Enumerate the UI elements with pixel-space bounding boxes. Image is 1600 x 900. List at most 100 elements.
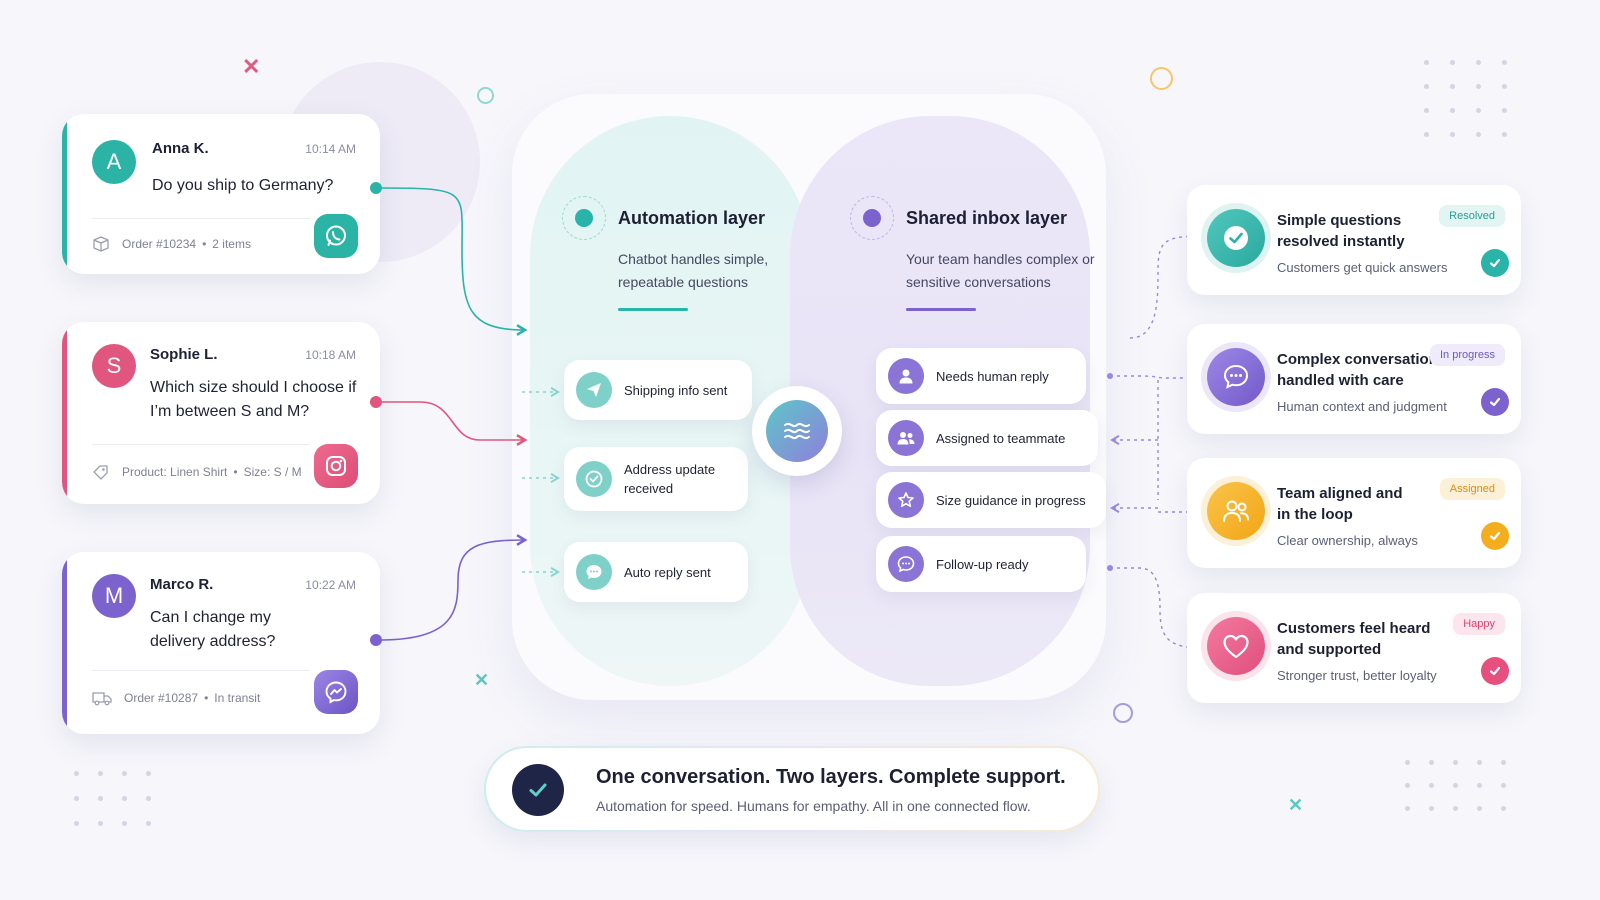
message-meta: Order #10234 • 2 items (92, 236, 251, 252)
outcome-card-in-progress[interactable]: Complex conversations handled with care … (1187, 324, 1521, 434)
automation-layer-title: Automation layer (618, 208, 766, 228)
accent-bar (62, 114, 67, 274)
outcome-title: Simple questions resolved instantly (1277, 212, 1405, 250)
team-icon (1207, 482, 1265, 540)
outcome-title: Complex conversations handled with care (1277, 351, 1447, 389)
waves-icon (766, 400, 828, 462)
decorative-ring-icon (477, 87, 494, 104)
message-text: Do you ship to Germany? (152, 177, 334, 194)
status-badge: Assigned (1439, 478, 1505, 500)
accent-bar (62, 552, 67, 734)
check-circle-icon (576, 461, 612, 497)
item-label: Auto reply sent (624, 564, 711, 580)
outcome-card-resolved[interactable]: Simple questions resolved instantly Cust… (1187, 185, 1521, 295)
check-icon (1481, 249, 1509, 277)
inbox-item-follow-up[interactable]: Follow-up ready (876, 536, 1086, 592)
meta-separator: • (202, 237, 207, 251)
check-icon (1481, 657, 1509, 685)
message-time: 10:22 AM (305, 578, 356, 592)
message-card-sophie[interactable]: S Sophie L. 10:18 AM Which size should I… (62, 322, 380, 504)
automation-layer-subtitle: Chatbot handles simple, repeatable quest… (618, 251, 769, 290)
automation-status-dot (562, 196, 606, 240)
item-label: Follow-up ready (936, 556, 1029, 572)
chat-bubble-icon (1207, 348, 1265, 406)
chat-bubble-icon (888, 546, 924, 582)
message-meta: Product: Linen Shirt • Size: S / M (92, 464, 302, 480)
star-icon (888, 482, 924, 518)
chat-dots-icon (576, 554, 612, 590)
connector-dotted (1110, 567, 1207, 654)
status-badge: In progress (1429, 344, 1505, 366)
message-card-anna[interactable]: A Anna K. 10:14 AM Do you ship to German… (62, 114, 380, 274)
inbox-item-needs-reply[interactable]: Needs human reply (876, 348, 1086, 404)
banner-subtitle: Automation for speed. Humans for empathy… (596, 798, 1031, 814)
item-label: Address update received (624, 462, 716, 496)
decorative-x-icon: ✕ (242, 54, 261, 79)
connector-marco (379, 534, 528, 641)
outcome-title: Customers feel heard and supported (1277, 620, 1431, 658)
instagram-icon[interactable] (314, 444, 358, 488)
sender-name: Anna K. (152, 140, 209, 157)
automation-item-address[interactable]: Address update received (564, 447, 748, 511)
outcome-subtitle: Stronger trust, better loyalty (1277, 668, 1437, 683)
inbox-underline (906, 308, 976, 311)
item-label: Shipping info sent (624, 382, 728, 398)
inbox-item-assigned[interactable]: Assigned to teammate (876, 410, 1098, 466)
connector-sophie (380, 401, 528, 446)
truck-icon (92, 692, 112, 706)
outcome-subtitle: Customers get quick answers (1277, 260, 1448, 275)
connector-anna (379, 187, 528, 336)
order-items: 2 items (212, 237, 251, 251)
automation-layer-header: Automation layer Chatbot handles simple,… (562, 196, 792, 316)
sender-name: Sophie L. (150, 346, 218, 363)
sender-name: Marco R. (150, 576, 214, 593)
decorative-dot-grid (1405, 760, 1506, 811)
accent-bar (62, 322, 67, 504)
send-icon (576, 372, 612, 408)
outcome-card-assigned[interactable]: Team aligned and in the loop Clear owner… (1187, 458, 1521, 568)
avatar: S (92, 344, 136, 388)
inbox-layer-title: Shared inbox layer (906, 208, 1068, 228)
inbox-status-dot (850, 196, 894, 240)
person-icon (888, 358, 924, 394)
message-card-marco[interactable]: M Marco R. 10:22 AM Can I change my deli… (62, 552, 380, 734)
message-text: Can I change my delivery address? (150, 609, 276, 650)
whatsapp-icon[interactable] (314, 214, 358, 258)
status-badge: Resolved (1439, 205, 1505, 227)
meta-separator: • (204, 691, 209, 705)
divider (92, 444, 310, 445)
outcome-card-happy[interactable]: Customers feel heard and supported Stron… (1187, 593, 1521, 703)
message-time: 10:18 AM (305, 348, 356, 362)
divider (92, 218, 310, 219)
outcome-subtitle: Human context and judgment (1277, 399, 1447, 414)
product-size: Size: S / M (243, 465, 302, 479)
automation-item-shipping[interactable]: Shipping info sent (564, 360, 752, 420)
outcome-title: Team aligned and in the loop (1277, 485, 1403, 523)
people-icon (888, 420, 924, 456)
message-text: Which size should I choose if I’m betwee… (150, 379, 357, 420)
banner-title: One conversation. Two layers. Complete s… (596, 766, 1066, 788)
heart-icon (1207, 617, 1265, 675)
automation-underline (618, 308, 688, 311)
order-number: Order #10287 (124, 691, 199, 705)
connector-port (370, 634, 382, 646)
product-name: Product: Linen Shirt (122, 465, 228, 479)
order-number: Order #10234 (122, 237, 197, 251)
inbox-layer-header: Shared inbox layer Your team handles com… (850, 196, 1095, 316)
decorative-ring-icon (1150, 67, 1173, 90)
check-icon (1481, 522, 1509, 550)
item-label: Assigned to teammate (936, 430, 1066, 446)
automation-item-auto-reply[interactable]: Auto reply sent (564, 542, 748, 602)
decorative-dot-grid (74, 771, 151, 826)
package-icon (93, 236, 109, 252)
decorative-x-icon: ✕ (1288, 795, 1304, 815)
delivery-status: In transit (214, 691, 261, 705)
status-badge: Happy (1453, 613, 1505, 635)
check-circle-icon (1207, 209, 1265, 267)
message-meta: Order #10287 • In transit (92, 690, 260, 706)
decorative-dot-grid (1424, 60, 1507, 137)
inbox-item-size-guidance[interactable]: Size guidance in progress (876, 472, 1106, 528)
summary-banner: One conversation. Two layers. Complete s… (484, 746, 1100, 832)
messenger-icon[interactable] (314, 670, 358, 714)
